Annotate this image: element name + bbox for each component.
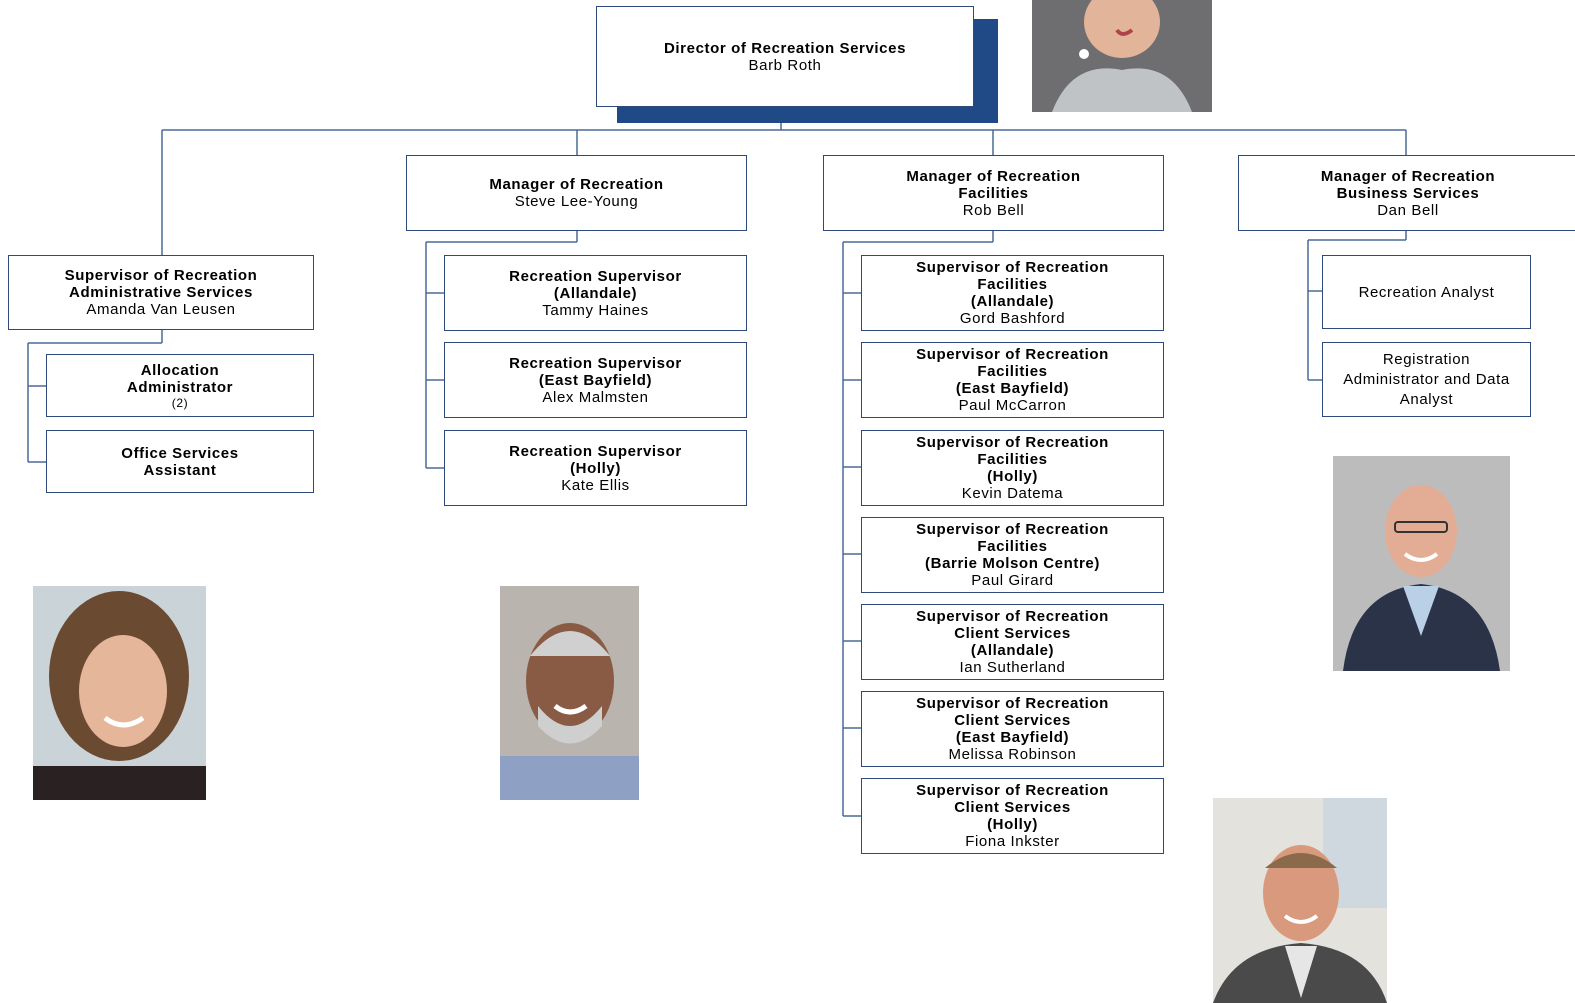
office-services-assistant-title: Office Services Assistant (121, 444, 239, 479)
client-services-supervisor-name: Fiona Inkster (965, 833, 1060, 850)
allocation-administrator-title: Allocation Administrator (126, 361, 234, 396)
manager-facilities-title: Manager of Recreation Facilities (906, 167, 1081, 202)
admin-supervisor-name: Amanda Van Leusen (86, 301, 236, 318)
facility-supervisor-name: Gord Bashford (959, 310, 1066, 327)
director-title: Director of Recreation Services (663, 39, 907, 57)
admin-supervisor-box: Supervisor of Recreation Administrative … (8, 255, 314, 330)
manager-recreation-name: Steve Lee-Young (514, 193, 639, 210)
facility-supervisor-title: Supervisor of Recreation Facilities (Bar… (916, 521, 1109, 572)
client-services-supervisor-name: Melissa Robinson (948, 746, 1077, 763)
manager-business-box: Manager of Recreation Business Services … (1238, 155, 1575, 231)
recreation-analyst-box: Recreation Analyst (1322, 255, 1531, 329)
allocation-administrator-count: (2) (171, 395, 189, 410)
facility-supervisor-box: Supervisor of Recreation Facilities (All… (861, 255, 1164, 331)
rec-supervisor-title: Recreation Supervisor (East Bayfield) (509, 354, 682, 389)
client-services-supervisor-box: Supervisor of Recreation Client Services… (861, 691, 1164, 767)
allocation-administrator-box: Allocation Administrator (2) (46, 354, 314, 417)
office-services-assistant-box: Office Services Assistant (46, 430, 314, 493)
director-box: Director of Recreation Services Barb Rot… (596, 6, 974, 107)
facility-supervisor-title: Supervisor of Recreation Facilities (Hol… (916, 434, 1109, 485)
manager-business-photo (1333, 456, 1510, 671)
manager-facilities-photo (1213, 798, 1387, 1003)
facility-supervisor-name: Kevin Datema (961, 485, 1064, 502)
facility-supervisor-box: Supervisor of Recreation Facilities (Hol… (861, 430, 1164, 506)
rec-supervisor-name: Kate Ellis (561, 476, 630, 494)
manager-recreation-box: Manager of Recreation Steve Lee-Young (406, 155, 747, 231)
manager-business-title: Manager of Recreation Business Services (1320, 167, 1496, 202)
manager-business-name: Dan Bell (1377, 201, 1439, 219)
rec-supervisor-title: Recreation Supervisor (Allandale) (509, 267, 682, 302)
rec-supervisor-name: Alex Malmsten (542, 388, 649, 406)
manager-facilities-name: Rob Bell (962, 201, 1025, 219)
client-services-supervisor-name: Ian Sutherland (959, 659, 1066, 676)
rec-supervisor-title: Recreation Supervisor (Holly) (509, 442, 682, 477)
client-services-supervisor-title: Supervisor of Recreation Client Services… (916, 782, 1109, 833)
registration-administrator-title: Registration Administrator and Data Anal… (1343, 350, 1510, 408)
facility-supervisor-name: Paul McCarron (958, 397, 1067, 414)
rec-supervisor-east-bayfield-box: Recreation Supervisor (East Bayfield) Al… (444, 342, 747, 418)
facility-supervisor-title: Supervisor of Recreation Facilities (Eas… (916, 346, 1109, 397)
facility-supervisor-box: Supervisor of Recreation Facilities (Bar… (861, 517, 1164, 593)
rec-supervisor-name: Tammy Haines (542, 301, 649, 319)
manager-recreation-title: Manager of Recreation (489, 176, 664, 193)
client-services-supervisor-title: Supervisor of Recreation Client Services… (916, 608, 1109, 659)
manager-recreation-photo (500, 586, 639, 800)
facility-supervisor-title: Supervisor of Recreation Facilities (All… (916, 259, 1109, 310)
registration-administrator-box: Registration Administrator and Data Anal… (1322, 342, 1531, 417)
facility-supervisor-name: Paul Girard (971, 572, 1054, 589)
client-services-supervisor-title: Supervisor of Recreation Client Services… (916, 695, 1109, 746)
client-services-supervisor-box: Supervisor of Recreation Client Services… (861, 778, 1164, 854)
rec-supervisor-allandale-box: Recreation Supervisor (Allandale) Tammy … (444, 255, 747, 331)
admin-supervisor-title: Supervisor of Recreation Administrative … (64, 267, 258, 301)
recreation-analyst-title: Recreation Analyst (1358, 283, 1495, 301)
rec-supervisor-holly-box: Recreation Supervisor (Holly) Kate Ellis (444, 430, 747, 506)
facility-supervisor-box: Supervisor of Recreation Facilities (Eas… (861, 342, 1164, 418)
manager-facilities-box: Manager of Recreation Facilities Rob Bel… (823, 155, 1164, 231)
director-photo (1032, 0, 1212, 112)
director-name: Barb Roth (748, 56, 822, 74)
client-services-supervisor-box: Supervisor of Recreation Client Services… (861, 604, 1164, 680)
admin-supervisor-photo (33, 586, 206, 800)
